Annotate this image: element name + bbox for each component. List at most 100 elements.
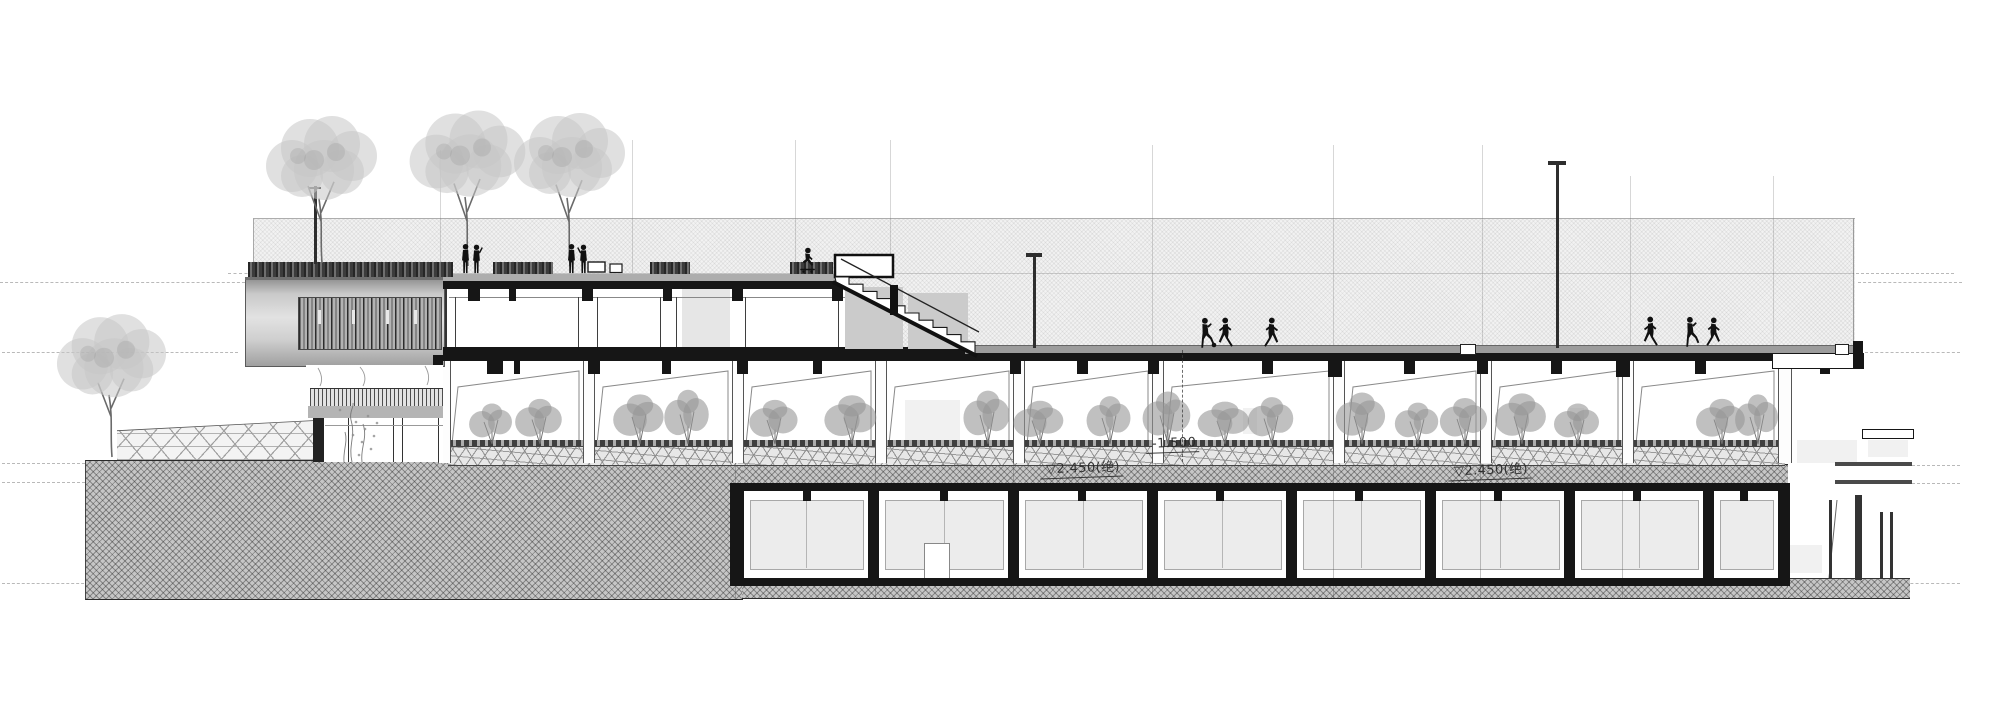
reference-line-dashed [2,352,238,354]
background-block [905,400,960,440]
planter-shrub [1696,398,1745,445]
roof-deck-surface [443,274,845,281]
roof-beam-stub [509,289,516,301]
light-pole-head [1548,161,1566,165]
louver-gap [318,310,321,324]
glazing-mullion [838,297,839,347]
reference-line-dashed [1856,273,1954,275]
background-block [1797,440,1857,463]
basement-column-cut [1564,488,1575,585]
roof-planter-box [493,262,553,274]
sports-deck-surface [965,345,1862,354]
reference-line-dashed [0,282,250,284]
column-cut [875,361,887,463]
basement-beam-stub [1494,491,1502,501]
glazing-transom-line [325,425,443,426]
grid-line-vertical-lower [1013,362,1014,598]
tower-louver-screen [298,297,442,350]
planter-shrub [963,390,1010,445]
fence-right-edge [1853,218,1854,348]
reference-line-dashed [228,273,253,275]
basement-beam-stub [1633,491,1641,501]
planter-shrub [469,403,512,445]
floor-slab [443,347,975,361]
grid-line-vertical-lower [1622,362,1623,598]
beam-stub [1477,361,1488,374]
roof-beam-stub [582,289,593,301]
column-cut [1622,361,1634,463]
roof-planter-box [650,262,690,274]
basement-ceiling-slab [742,483,1778,491]
roof-beam-stub [663,289,672,301]
column-cut [583,361,595,463]
column-cut [1480,361,1492,463]
basement-glazing-mullion [1083,500,1084,568]
basement-glazing-panel [750,500,864,570]
louver-gap [386,310,389,324]
planter-shrub [664,389,709,445]
beam-stub [487,361,503,374]
deck-end-post [1853,341,1863,369]
beam-stub [1695,361,1706,374]
sports-deck-slab [973,353,1772,361]
annex-column [1829,500,1832,578]
basement-glazing-mullion [806,500,807,568]
roof-beam-stub [468,289,480,301]
planter-shrub [824,395,877,445]
column-cut [732,361,744,463]
basement-column-cut [1286,488,1297,585]
grid-line-vertical [890,140,891,258]
basement-glazing-panel [1442,500,1560,570]
basement-glazing-panel [1581,500,1699,570]
basement-column-cut [868,488,879,585]
planter-shrub [1197,401,1250,445]
light-pole-head [1026,253,1042,257]
basement-base-slab-hatched [742,585,1790,599]
beam-stub [588,361,600,374]
grid-line-vertical [1630,176,1631,347]
column-cut [1013,361,1025,463]
basement-column-cut [1008,488,1019,585]
reference-line-dashed [1912,465,1960,467]
beam-stub [737,361,748,374]
roof-slab [443,281,845,289]
tower-corner-notch [433,355,443,365]
glazing-transom-line [449,297,845,298]
planter-shrub [613,394,664,445]
basement-glazing-mullion [1222,500,1223,568]
planter-shrub [1494,393,1546,445]
upper-storey-gray-panel [682,289,730,347]
basement-beam-stub [940,491,948,501]
glazing-mullion [438,418,439,462]
basement-column-cut [1703,488,1714,585]
glazing-mullion [676,297,677,347]
basement-glazing-mullion [1639,500,1640,568]
balcony-wall [306,365,443,388]
column-head-cut [1616,357,1630,377]
beam-stub [1551,361,1562,374]
annex-slab-band [1835,462,1912,466]
basement-glazing-mullion [1361,500,1362,568]
deck-edge-beam [1772,353,1864,369]
tower-top-band [245,277,443,280]
grid-line-vertical [1773,176,1774,347]
beam-stub [514,361,520,374]
basement-column-cut [1425,488,1436,585]
background-block [1570,408,1584,434]
beam-stub [1010,361,1021,374]
elevation-label-relative: -1.500 [1145,435,1200,454]
annex-parapet-rail [1862,429,1914,439]
grid-line-vertical [440,150,441,273]
annex-column [1890,512,1893,578]
basement-column-cut [1147,488,1158,585]
grid-line-vertical-lower [875,362,876,598]
louver-gap [414,310,417,324]
beam-stub [1262,361,1273,374]
grid-line-vertical-lower [1333,362,1334,598]
basement-beam-stub [803,491,811,501]
basement-right-wall [1778,483,1790,585]
column-cut [1778,361,1792,463]
gabion-retaining-wall [117,421,313,460]
ground-floor-slab-hatched [742,464,1788,485]
